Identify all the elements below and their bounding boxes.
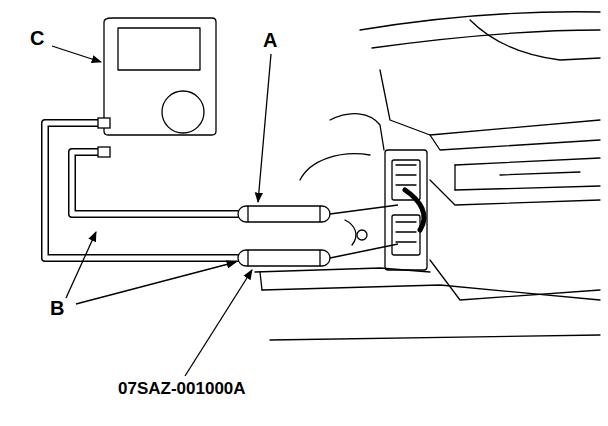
callout-letter: B xyxy=(50,298,64,318)
callout-letter: A xyxy=(263,30,277,50)
tool-number: 07SAZ-001000A xyxy=(118,380,246,397)
callout-letter: C xyxy=(30,28,44,48)
